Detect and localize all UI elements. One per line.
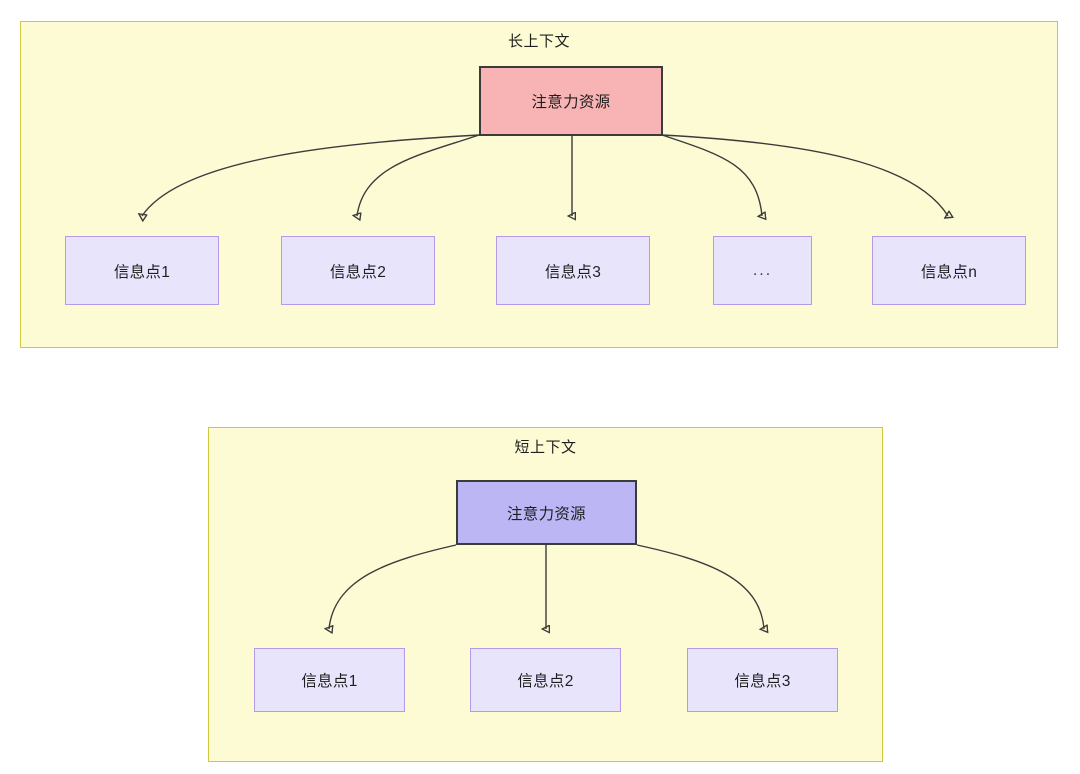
node-info-point-long-n[interactable]: 信息点n [872,236,1026,305]
node-info-point-short-2[interactable]: 信息点2 [470,648,621,712]
node-info-point-short-1[interactable]: 信息点1 [254,648,405,712]
group-long-context-title: 长上下文 [507,33,570,50]
node-info-point-long-ellipsis[interactable]: ... [713,236,812,305]
group-short-context-title: 短上下文 [514,439,577,456]
node-attention-resource-long[interactable]: 注意力资源 [479,66,663,136]
node-info-point-long-3[interactable]: 信息点3 [496,236,650,305]
node-info-point-long-2[interactable]: 信息点2 [281,236,435,305]
node-attention-resource-short[interactable]: 注意力资源 [456,480,637,545]
node-info-point-short-3[interactable]: 信息点3 [687,648,838,712]
node-info-point-long-1[interactable]: 信息点1 [65,236,219,305]
